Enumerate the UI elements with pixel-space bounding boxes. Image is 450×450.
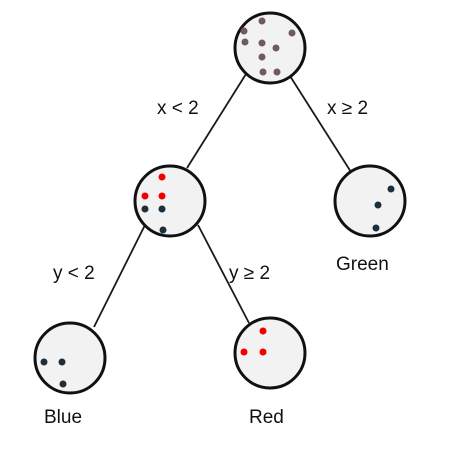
node-root (233, 11, 307, 85)
left-left-point-3 (59, 380, 67, 388)
left-point-2 (141, 192, 149, 200)
left-point-3 (158, 192, 166, 200)
right-point-3 (372, 224, 380, 232)
leaf-label-red: Red (249, 407, 284, 428)
node-left-right-points (240, 327, 267, 356)
root-point-4 (241, 38, 249, 46)
edge-lines (93, 73, 352, 328)
node-root-points (240, 17, 296, 76)
node-left-left (33, 321, 107, 395)
edge-root-left (186, 73, 247, 169)
leaf-labels: Green Blue Red (44, 254, 389, 428)
leaf-label-blue: Blue (44, 407, 82, 428)
left-left-point-2 (58, 358, 66, 366)
left-right-point-1 (259, 327, 267, 335)
right-point-2 (374, 201, 382, 209)
node-group-left-right (233, 316, 307, 390)
edge-label-left-right: y ≥ 2 (229, 263, 270, 284)
root-point-5 (258, 39, 266, 47)
root-point-3 (288, 29, 296, 37)
node-group-right (333, 164, 407, 238)
node-left-right (233, 316, 307, 390)
node-group-root (233, 11, 307, 85)
edge-left-red (197, 224, 250, 324)
left-point-1 (158, 173, 166, 181)
edge-left-blue (93, 224, 146, 328)
root-point-8 (259, 68, 267, 76)
node-group-left (133, 164, 207, 238)
edge-labels: x < 2 x ≥ 2 y < 2 y ≥ 2 (53, 98, 368, 284)
left-point-4 (141, 205, 149, 213)
root-point-2 (240, 27, 248, 35)
edge-label-root-left: x < 2 (157, 98, 199, 119)
edge-label-root-right: x ≥ 2 (327, 98, 368, 119)
edge-root-right (289, 75, 352, 173)
node-right (333, 164, 407, 238)
root-point-7 (258, 53, 266, 61)
root-point-9 (273, 68, 281, 76)
right-point-1 (387, 185, 395, 193)
left-point-6 (159, 226, 167, 234)
left-right-point-3 (259, 348, 267, 356)
leaf-label-green: Green (336, 254, 389, 275)
node-group-left-left (33, 321, 107, 395)
left-right-point-2 (240, 348, 248, 356)
root-point-1 (258, 17, 266, 25)
edge-label-left-left: y < 2 (53, 263, 95, 284)
node-right-points (372, 185, 395, 232)
node-left-points (141, 173, 167, 234)
root-point-6 (272, 44, 280, 52)
left-left-point-1 (40, 358, 48, 366)
left-point-5 (158, 205, 166, 213)
node-left-left-points (40, 358, 67, 388)
node-left (133, 164, 207, 238)
